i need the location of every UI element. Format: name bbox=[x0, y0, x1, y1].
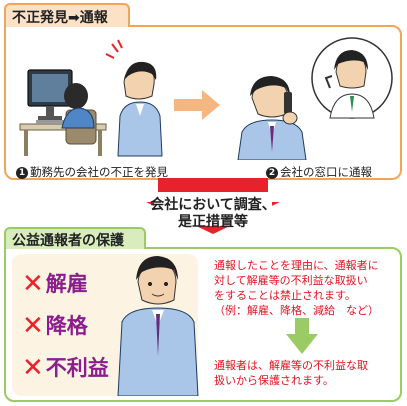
protected-person-illustration bbox=[117, 256, 199, 396]
step2-caption-text: 会社の窓口に通報 bbox=[280, 165, 372, 179]
cross-icon: ✕ bbox=[22, 269, 44, 299]
prohibited-item-label: 降格 bbox=[45, 314, 88, 338]
prohibited-item-demotion: ✕降格 bbox=[22, 310, 88, 341]
cross-icon: ✕ bbox=[22, 311, 44, 341]
prohibited-item-disadvantage: ✕不利益 bbox=[22, 352, 109, 383]
cross-icon: ✕ bbox=[22, 353, 44, 383]
protection-explanation: 通報者は、解雇等の不利益な取 扱いから保護されます。 bbox=[214, 358, 400, 388]
prohibition-example: （例：解雇、降格、減給 など） bbox=[214, 304, 379, 317]
prohibition-line: をすることは禁止されます。 bbox=[214, 289, 356, 302]
prohibition-line: 通報したことを理由に、通報者に bbox=[214, 259, 379, 272]
investigation-label: 会社において調査、 是正措置等 bbox=[138, 197, 288, 231]
prohibited-item-label: 解雇 bbox=[45, 272, 88, 296]
green-down-arrow-icon bbox=[286, 318, 318, 354]
prohibited-item-label: 不利益 bbox=[45, 356, 109, 380]
investigation-line1: 会社において調査、 bbox=[150, 197, 276, 213]
step1-number: 1 bbox=[16, 167, 28, 179]
discovery-section-title: 不正発見➡通報 bbox=[4, 3, 130, 27]
step2-number: 2 bbox=[266, 167, 278, 179]
prohibited-item-dismissal: ✕解雇 bbox=[22, 268, 88, 299]
investigation-line2: 是正措置等 bbox=[178, 214, 248, 230]
prohibition-line: 対して解雇等の不利益な取扱い bbox=[214, 274, 368, 287]
step1-caption-text: 勤務先の会社の不正を発見 bbox=[30, 165, 168, 179]
discovery-illustration bbox=[19, 39, 163, 157]
protection-line: 扱いから保護されます。 bbox=[214, 374, 334, 387]
prohibition-explanation: 通報したことを理由に、通報者に 対して解雇等の不利益な取扱い をすることは禁止さ… bbox=[214, 258, 400, 318]
orange-arrow-icon bbox=[174, 90, 220, 120]
report-illustration bbox=[237, 37, 393, 160]
protection-section-title: 公益通報者の保護 bbox=[4, 227, 146, 249]
protection-line: 通報者は、解雇等の不利益な取 bbox=[214, 359, 368, 372]
red-down-arrow-icon bbox=[146, 178, 280, 234]
